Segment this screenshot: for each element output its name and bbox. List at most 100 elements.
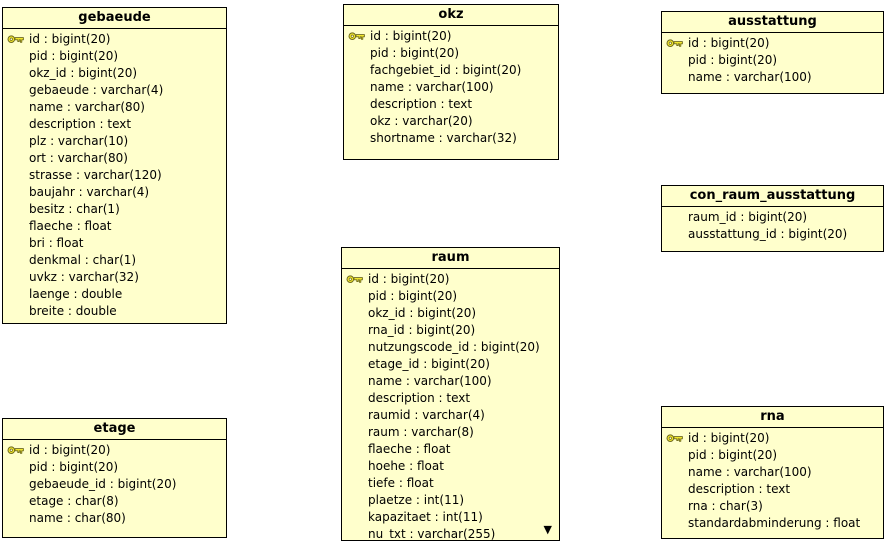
field-label: laenge : double bbox=[29, 287, 123, 301]
field-row[interactable]: id : bigint(20) bbox=[344, 28, 558, 45]
field-row[interactable]: okz : varchar(20) bbox=[344, 113, 558, 130]
entity-con-raum-ausstattung[interactable]: con_raum_ausstattung raum_id : bigint(20… bbox=[661, 185, 884, 252]
entity-title-con-raum-ausstattung[interactable]: con_raum_ausstattung bbox=[662, 186, 883, 207]
field-row[interactable]: pid : bigint(20) bbox=[3, 459, 226, 476]
entity-field-list-okz: id : bigint(20)pid : bigint(20)fachgebie… bbox=[344, 26, 558, 147]
field-label: okz : varchar(20) bbox=[370, 114, 473, 128]
field-label: id : bigint(20) bbox=[688, 431, 770, 445]
field-row[interactable]: tiefe : float bbox=[342, 475, 559, 492]
field-row[interactable]: bri : float bbox=[3, 235, 226, 252]
field-row[interactable]: name : varchar(80) bbox=[3, 99, 226, 116]
field-label: ausstattung_id : bigint(20) bbox=[688, 227, 848, 241]
field-row[interactable]: okz_id : bigint(20) bbox=[3, 65, 226, 82]
entity-title-rna[interactable]: rna bbox=[662, 407, 883, 428]
entity-title-gebaeude[interactable]: gebaeude bbox=[3, 8, 226, 29]
entity-title-ausstattung[interactable]: ausstattung bbox=[662, 12, 883, 33]
field-row[interactable]: pid : bigint(20) bbox=[662, 447, 883, 464]
field-row[interactable]: description : text bbox=[342, 390, 559, 407]
entity-field-list-etage: id : bigint(20) pid : bigint(20)gebaeude_… bbox=[3, 440, 226, 527]
field-row[interactable]: nu_txt : varchar(255) bbox=[342, 526, 559, 541]
field-row[interactable]: etage_id : bigint(20) bbox=[342, 356, 559, 373]
field-label: okz_id : bigint(20) bbox=[29, 66, 138, 80]
field-label: fachgebiet_id : bigint(20) bbox=[370, 63, 522, 77]
entity-title-etage[interactable]: etage bbox=[3, 419, 226, 440]
key-icon bbox=[7, 445, 25, 456]
entity-raum[interactable]: raum id : bigint(20)pid : bigint(20)okz_… bbox=[341, 247, 560, 541]
entity-title-okz[interactable]: okz bbox=[344, 5, 558, 26]
entity-title-raum[interactable]: raum bbox=[342, 248, 559, 269]
field-row[interactable]: shortname : varchar(32) bbox=[344, 130, 558, 147]
field-label: baujahr : varchar(4) bbox=[29, 185, 150, 199]
field-row[interactable]: id : bigint(20) bbox=[662, 35, 883, 52]
entity-rna[interactable]: rna id : bigint(20) pid : bigint(20)name … bbox=[661, 406, 884, 539]
field-row[interactable]: rna_id : bigint(20) bbox=[342, 322, 559, 339]
field-row[interactable]: id : bigint(20) bbox=[3, 31, 226, 48]
field-row[interactable]: pid : bigint(20) bbox=[342, 288, 559, 305]
field-label: rna_id : bigint(20) bbox=[368, 323, 476, 337]
field-label: breite : double bbox=[29, 304, 117, 318]
field-row[interactable]: breite : double bbox=[3, 303, 226, 320]
field-label: denkmal : char(1) bbox=[29, 253, 137, 267]
field-label: pid : bigint(20) bbox=[688, 53, 778, 67]
field-row[interactable]: gebaeude_id : bigint(20) bbox=[3, 476, 226, 493]
field-label: nutzungscode_id : bigint(20) bbox=[368, 340, 540, 354]
field-row[interactable]: flaeche : float bbox=[342, 441, 559, 458]
field-row[interactable]: denkmal : char(1) bbox=[3, 252, 226, 269]
field-label: besitz : char(1) bbox=[29, 202, 120, 216]
entity-etage[interactable]: etage id : bigint(20) pid : bigint(20)geb… bbox=[2, 418, 227, 538]
field-row[interactable]: flaeche : float bbox=[3, 218, 226, 235]
field-row[interactable]: raumid : varchar(4) bbox=[342, 407, 559, 424]
field-row[interactable]: ausstattung_id : bigint(20) bbox=[662, 226, 883, 243]
field-row[interactable]: gebaeude : varchar(4) bbox=[3, 82, 226, 99]
field-row[interactable]: id : bigint(20) bbox=[3, 442, 226, 459]
field-row[interactable]: fachgebiet_id : bigint(20) bbox=[344, 62, 558, 79]
field-row[interactable]: baujahr : varchar(4) bbox=[3, 184, 226, 201]
field-label: raum : varchar(8) bbox=[368, 425, 474, 439]
field-row[interactable]: etage : char(8) bbox=[3, 493, 226, 510]
field-row[interactable]: name : varchar(100) bbox=[662, 464, 883, 481]
field-label: flaeche : float bbox=[368, 442, 451, 456]
field-row[interactable]: hoehe : float bbox=[342, 458, 559, 475]
field-label: name : varchar(100) bbox=[370, 80, 494, 94]
field-row[interactable]: description : text bbox=[344, 96, 558, 113]
field-row[interactable]: laenge : double bbox=[3, 286, 226, 303]
key-icon bbox=[7, 34, 25, 45]
field-row[interactable]: kapazitaet : int(11) bbox=[342, 509, 559, 526]
entity-gebaeude[interactable]: gebaeude id : bigint(20)pid : bigint(20)… bbox=[2, 7, 227, 324]
field-row[interactable]: raum_id : bigint(20) bbox=[662, 209, 883, 226]
field-row[interactable]: name : varchar(100) bbox=[662, 69, 883, 86]
field-label: kapazitaet : int(11) bbox=[368, 510, 483, 524]
entity-ausstattung[interactable]: ausstattung id : bigint(20)pid : bigint(… bbox=[661, 11, 884, 94]
field-row[interactable]: name : varchar(100) bbox=[344, 79, 558, 96]
field-row[interactable]: id : bigint(20) bbox=[662, 430, 883, 447]
field-row[interactable]: pid : bigint(20) bbox=[3, 48, 226, 65]
entity-okz[interactable]: okz id : bigint(20)pid : bigint(20)fachg… bbox=[343, 4, 559, 160]
field-row[interactable]: rna : char(3) bbox=[662, 498, 883, 515]
field-row[interactable]: id : bigint(20) bbox=[342, 271, 559, 288]
field-row[interactable]: besitz : char(1) bbox=[3, 201, 226, 218]
field-label: name : char(80) bbox=[29, 511, 126, 525]
field-row[interactable]: standardabminderung : float bbox=[662, 515, 883, 532]
field-row[interactable]: okz_id : bigint(20) bbox=[342, 305, 559, 322]
field-row[interactable]: ort : varchar(80) bbox=[3, 150, 226, 167]
field-row[interactable]: plz : varchar(10) bbox=[3, 133, 226, 150]
field-label: raumid : varchar(4) bbox=[368, 408, 485, 422]
field-row[interactable]: uvkz : varchar(32) bbox=[3, 269, 226, 286]
field-row[interactable]: name : char(80) bbox=[3, 510, 226, 527]
field-label: flaeche : float bbox=[29, 219, 112, 233]
field-row[interactable]: raum : varchar(8) bbox=[342, 424, 559, 441]
field-label: nu_txt : varchar(255) bbox=[368, 527, 496, 541]
down-triangle-icon[interactable]: ▼ bbox=[543, 523, 552, 536]
field-row[interactable]: strasse : varchar(120) bbox=[3, 167, 226, 184]
field-row[interactable]: description : text bbox=[662, 481, 883, 498]
field-row[interactable]: plaetze : int(11) bbox=[342, 492, 559, 509]
field-row[interactable]: nutzungscode_id : bigint(20) bbox=[342, 339, 559, 356]
entity-field-list-con-raum-ausstattung: raum_id : bigint(20)ausstattung_id : big… bbox=[662, 207, 883, 243]
field-label: hoehe : float bbox=[368, 459, 444, 473]
field-row[interactable]: pid : bigint(20) bbox=[662, 52, 883, 69]
field-row[interactable]: description : text bbox=[3, 116, 226, 133]
field-row[interactable]: name : varchar(100) bbox=[342, 373, 559, 390]
field-label: id : bigint(20) bbox=[29, 443, 111, 457]
field-row[interactable]: pid : bigint(20) bbox=[344, 45, 558, 62]
